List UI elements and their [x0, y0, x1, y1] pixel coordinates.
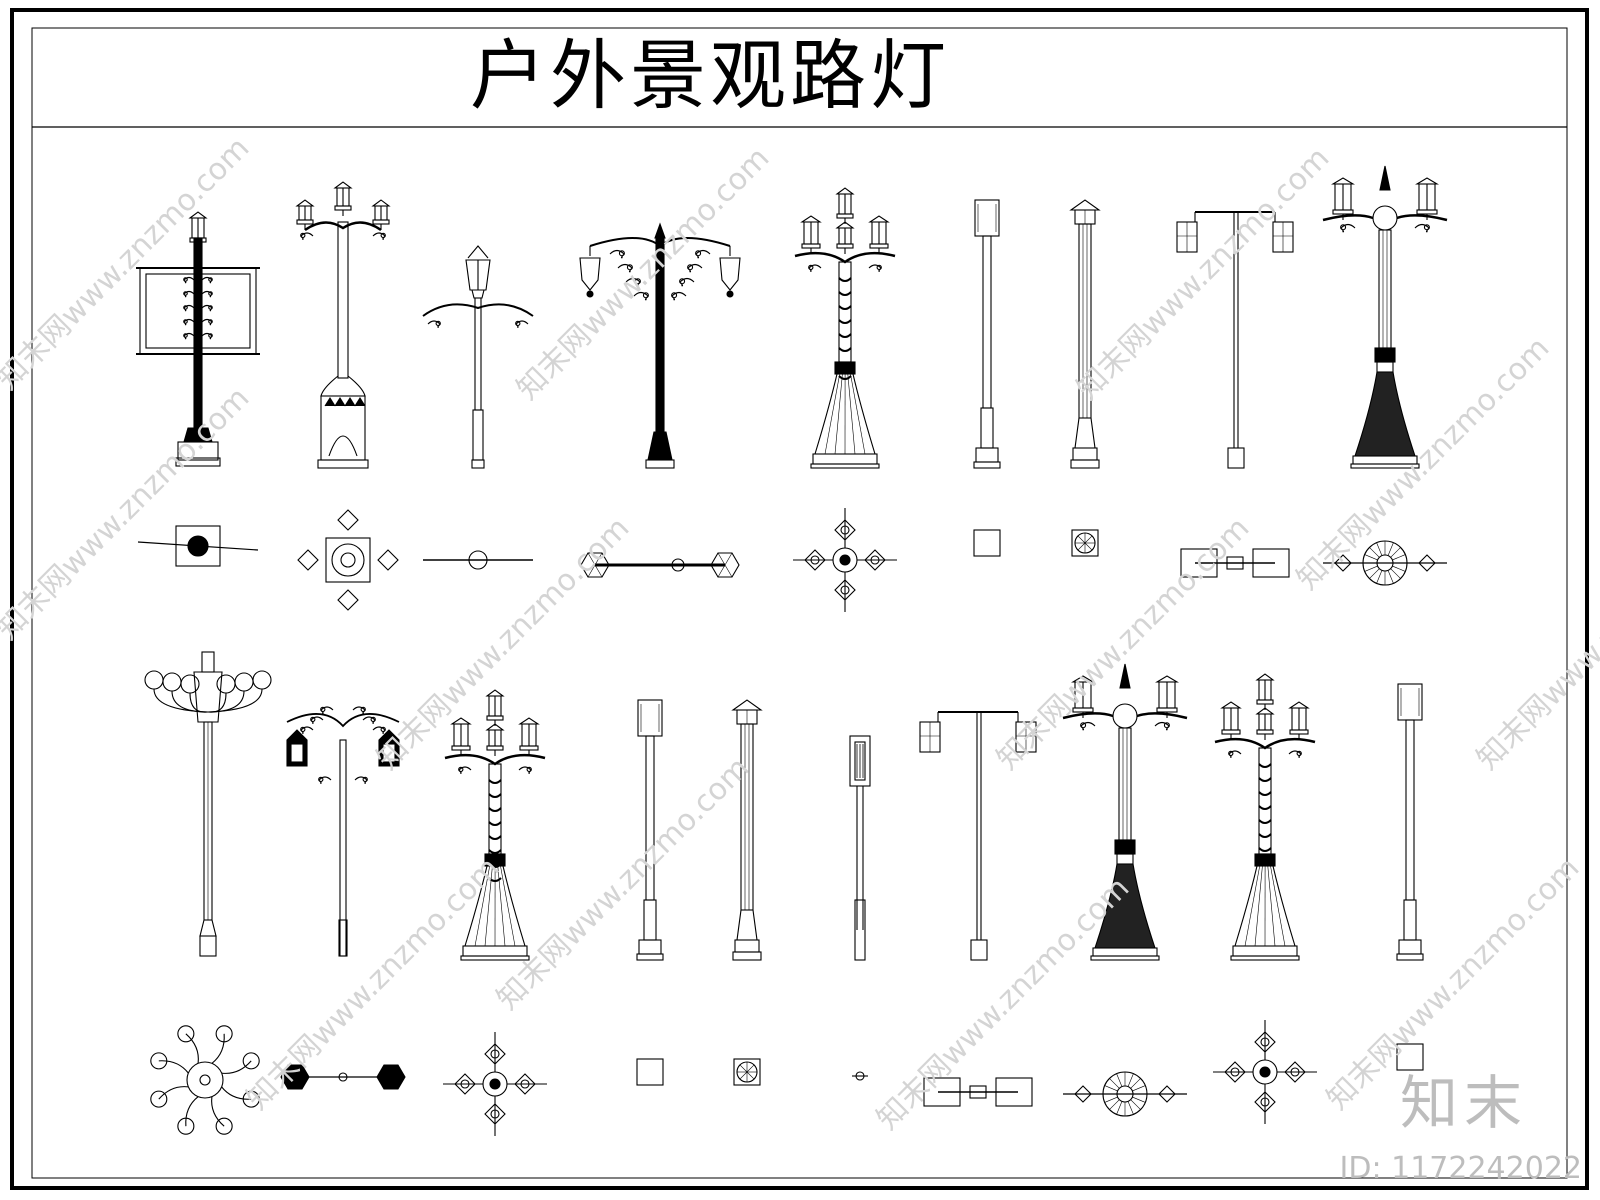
plan-t-bar-2: [923, 1077, 1033, 1107]
page-title: 户外景观路灯: [470, 31, 950, 120]
inner-border: [31, 27, 1568, 1179]
lamp-t-bar-double-2: [919, 711, 1037, 961]
lamp-spire-double-2: [1062, 663, 1188, 961]
lamp-single-head-scroll-arms: [422, 245, 534, 469]
brand-watermark: 知末: [1399, 1069, 1528, 1137]
lamp-four-head-twisted-3: [1214, 673, 1316, 961]
lamp-slim-panel: [849, 735, 871, 961]
lamp-square-box: [973, 199, 1001, 469]
plan-spire-double: [1323, 540, 1447, 586]
lamp-scroll-frame: [136, 211, 260, 467]
fixtures-layer: [136, 165, 1448, 1136]
lamp-square-box-2: [636, 699, 664, 961]
plan-square-box-2: [636, 1058, 664, 1086]
lamp-square-box-3: [1396, 683, 1424, 961]
plan-square-box: [973, 529, 1001, 557]
plan-square-box-3: [1396, 1043, 1424, 1071]
lamp-spire-double: [1322, 165, 1448, 469]
plan-ornate-two-head: [580, 552, 740, 578]
plan-scroll-lantern: [280, 1064, 406, 1090]
lamp-lantern-post: [1069, 199, 1101, 469]
plan-four-head-3: [1213, 1020, 1317, 1124]
plan-four-head: [793, 508, 897, 612]
lamp-t-bar-double: [1176, 211, 1294, 469]
lamp-lantern-post-2: [731, 699, 763, 961]
plan-t-bar: [1180, 548, 1290, 578]
plan-single-arm: [423, 550, 533, 570]
plan-four-head-2: [443, 1032, 547, 1136]
plan-lantern-post-2: [733, 1058, 761, 1086]
plan-globe-cluster: [150, 1025, 260, 1135]
id-watermark: ID: 1172242022: [1339, 1151, 1582, 1186]
plan-scroll-frame: [137, 525, 259, 567]
plan-lantern-post: [1071, 529, 1099, 557]
plan-three-head: [297, 509, 399, 611]
lamp-four-head-twisted: [794, 187, 896, 469]
lamp-scroll-lantern-double: [286, 706, 400, 957]
lamp-globe-cluster: [144, 651, 272, 957]
plan-spire-double-2: [1063, 1071, 1187, 1117]
plan-slim-panel: [852, 1071, 868, 1081]
lamp-three-head-pedestal: [295, 181, 391, 469]
lamp-four-head-twisted-2: [444, 689, 546, 961]
outer-border: [10, 8, 1589, 1190]
lamp-ornate-two-head: [579, 222, 741, 469]
